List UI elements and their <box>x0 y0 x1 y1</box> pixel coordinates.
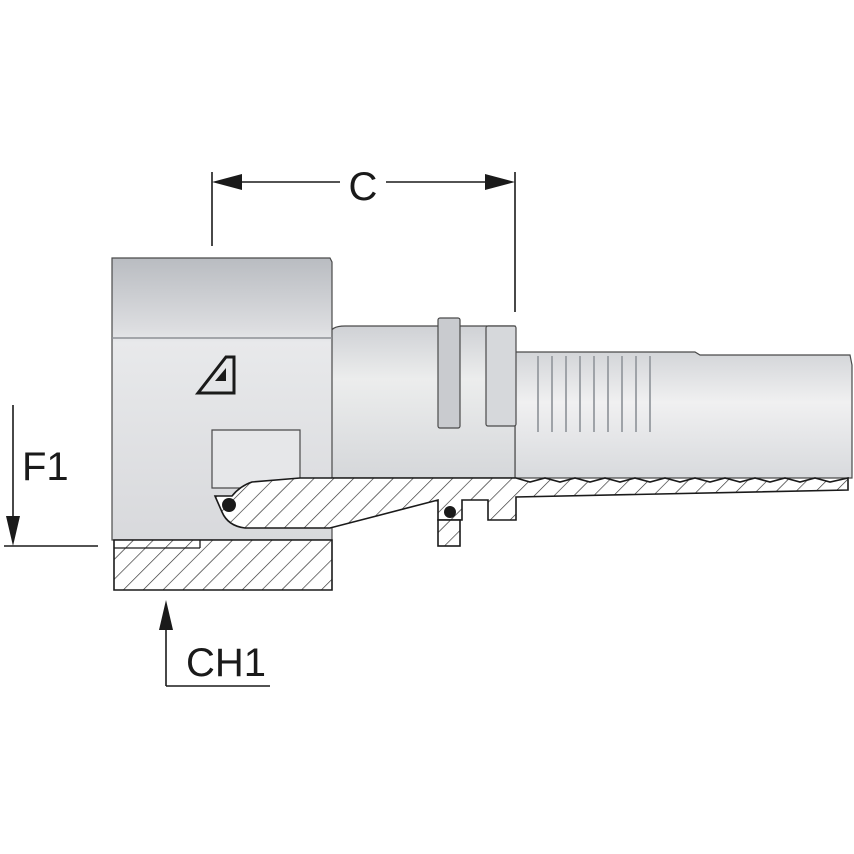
collar-section <box>437 519 461 547</box>
nipple-section <box>213 477 849 529</box>
dimension-label-c: C <box>349 165 378 209</box>
nut-section <box>113 539 333 591</box>
dimension-label-ch1: CH1 <box>186 641 266 685</box>
dimension-ch1: CH1 <box>159 600 270 687</box>
tail-serrations <box>537 356 651 432</box>
arrowhead-right <box>485 174 515 190</box>
arrowhead-left <box>212 174 242 190</box>
collar-ring-right <box>485 325 517 427</box>
brand-logo-icon <box>194 355 236 395</box>
fitting <box>111 257 853 591</box>
o-ring-front <box>222 498 236 512</box>
arrowhead-f1 <box>6 516 20 546</box>
collar-ring-left <box>437 317 461 429</box>
dimension-f1: F1 <box>4 405 98 547</box>
o-ring-rear <box>444 506 456 518</box>
arrowhead-ch1 <box>159 600 173 630</box>
dimension-c: C <box>211 165 516 312</box>
hose-tail <box>514 351 853 479</box>
dimension-label-f1: F1 <box>22 445 69 489</box>
